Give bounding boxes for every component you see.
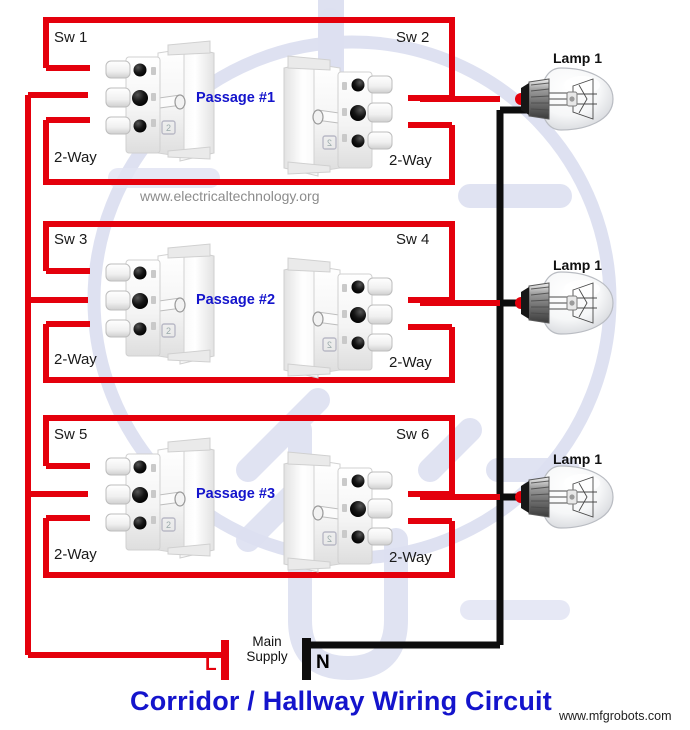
label-lamp-2: Lamp 1 bbox=[553, 257, 603, 273]
label-live-terminal: L bbox=[205, 654, 217, 675]
label-sw-4-type: 2-Way bbox=[389, 354, 432, 371]
site-credit: www.mfgrobots.com bbox=[559, 709, 672, 723]
label-lamp-1: Lamp 1 bbox=[553, 50, 603, 66]
label-sw-3-type: 2-Way bbox=[54, 351, 97, 368]
label-sw-4: Sw 4 bbox=[396, 231, 430, 248]
label-sw-1-type: 2-Way bbox=[54, 149, 97, 166]
passage-1-switch-taps bbox=[46, 65, 452, 128]
passage-3-switch-taps bbox=[46, 463, 452, 524]
label-sw-5-type: 2-Way bbox=[54, 546, 97, 563]
label-passage-2: Passage #2 bbox=[196, 292, 276, 308]
label-sw-2-type: 2-Way bbox=[389, 152, 432, 169]
label-sw-5: Sw 5 bbox=[54, 426, 88, 443]
label-sw-1: Sw 1 bbox=[54, 29, 88, 46]
label-passage-3: Passage #3 bbox=[196, 486, 276, 502]
label-neutral-terminal: N bbox=[316, 652, 330, 673]
passage-2-switch-taps bbox=[46, 268, 452, 330]
label-main-supply: Main Supply bbox=[246, 634, 288, 665]
label-sw-6-type: 2-Way bbox=[389, 549, 432, 566]
diagram-title: Corridor / Hallway Wiring Circuit bbox=[130, 686, 552, 716]
label-sw-6: Sw 6 bbox=[396, 426, 430, 443]
supply-terminals bbox=[221, 638, 311, 680]
label-lamp-3: Lamp 1 bbox=[553, 451, 603, 467]
label-sw-3: Sw 3 bbox=[54, 231, 88, 248]
source-watermark: www.electricaltechnology.org bbox=[140, 188, 320, 204]
label-sw-2: Sw 2 bbox=[396, 29, 430, 46]
label-passage-1: Passage #1 bbox=[196, 90, 276, 106]
